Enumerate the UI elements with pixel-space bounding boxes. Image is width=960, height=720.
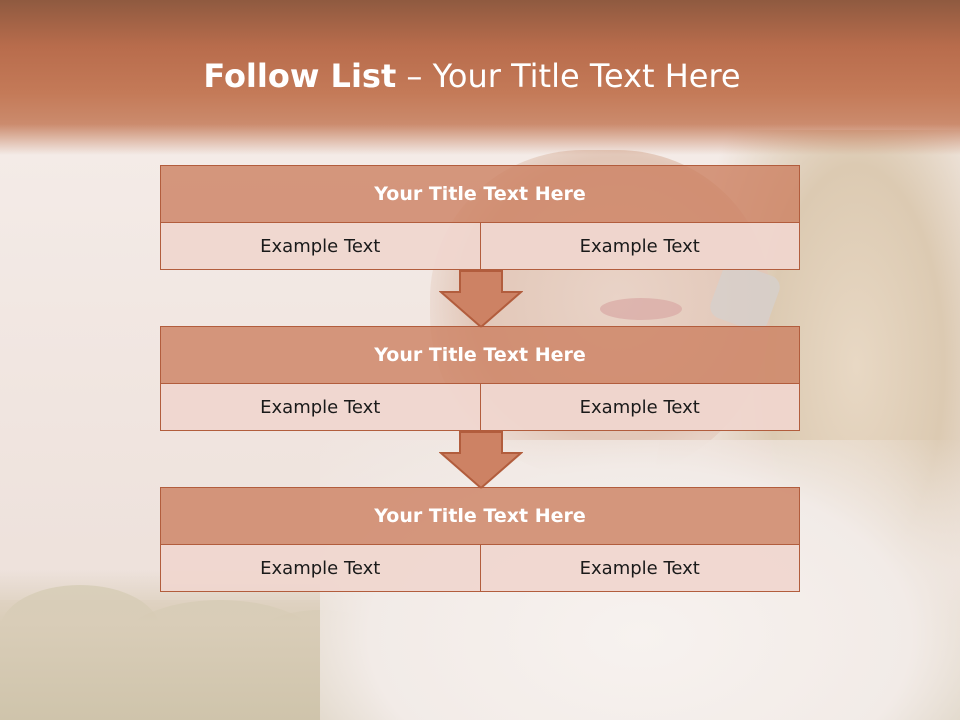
step-cell-left: Example Text	[160, 545, 481, 592]
header-band	[0, 0, 960, 155]
step-cell-right: Example Text	[480, 384, 800, 431]
step-title: Your Title Text Here	[160, 326, 800, 384]
photo-lips	[600, 298, 682, 320]
step-cell-left: Example Text	[160, 223, 481, 270]
step-title: Your Title Text Here	[160, 165, 800, 223]
step-cell-right: Example Text	[480, 545, 800, 592]
step-box-3: Your Title Text Here Example Text Exampl…	[160, 487, 800, 593]
slide-title-rest: – Your Title Text Here	[396, 57, 741, 95]
step-row: Example Text Example Text	[160, 384, 800, 432]
step-title: Your Title Text Here	[160, 487, 800, 545]
step-row: Example Text Example Text	[160, 545, 800, 593]
down-arrow-icon	[439, 270, 523, 328]
step-cell-right: Example Text	[480, 223, 800, 270]
slide-title-bold: Follow List	[203, 57, 397, 95]
step-box-1: Your Title Text Here Example Text Exampl…	[160, 165, 800, 271]
step-box-2: Your Title Text Here Example Text Exampl…	[160, 326, 800, 432]
step-cell-left: Example Text	[160, 384, 481, 431]
step-row: Example Text Example Text	[160, 223, 800, 271]
slide-title: Follow List – Your Title Text Here	[0, 56, 944, 96]
down-arrow-icon	[439, 431, 523, 489]
